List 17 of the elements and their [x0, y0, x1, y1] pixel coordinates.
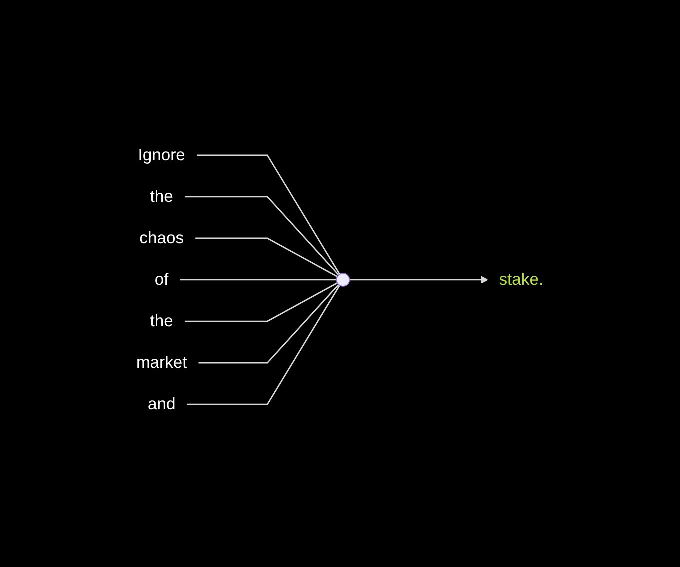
node-text: market [136, 353, 188, 372]
node-circle [336, 273, 350, 287]
connector [198, 284, 340, 364]
connector [184, 196, 340, 276]
node-text: the [150, 312, 174, 330]
node-text: and [148, 394, 176, 414]
node-text: Ignore [138, 146, 186, 164]
connector [195, 238, 338, 278]
connector [180, 279, 337, 281]
node-text: chaos [140, 228, 184, 248]
connector [196, 154, 340, 275]
node-text: the [150, 187, 174, 206]
node-text: stake. [499, 270, 544, 289]
node-text: of [154, 270, 169, 289]
connector [184, 282, 338, 322]
arrow [350, 276, 488, 284]
connector [186, 285, 340, 406]
